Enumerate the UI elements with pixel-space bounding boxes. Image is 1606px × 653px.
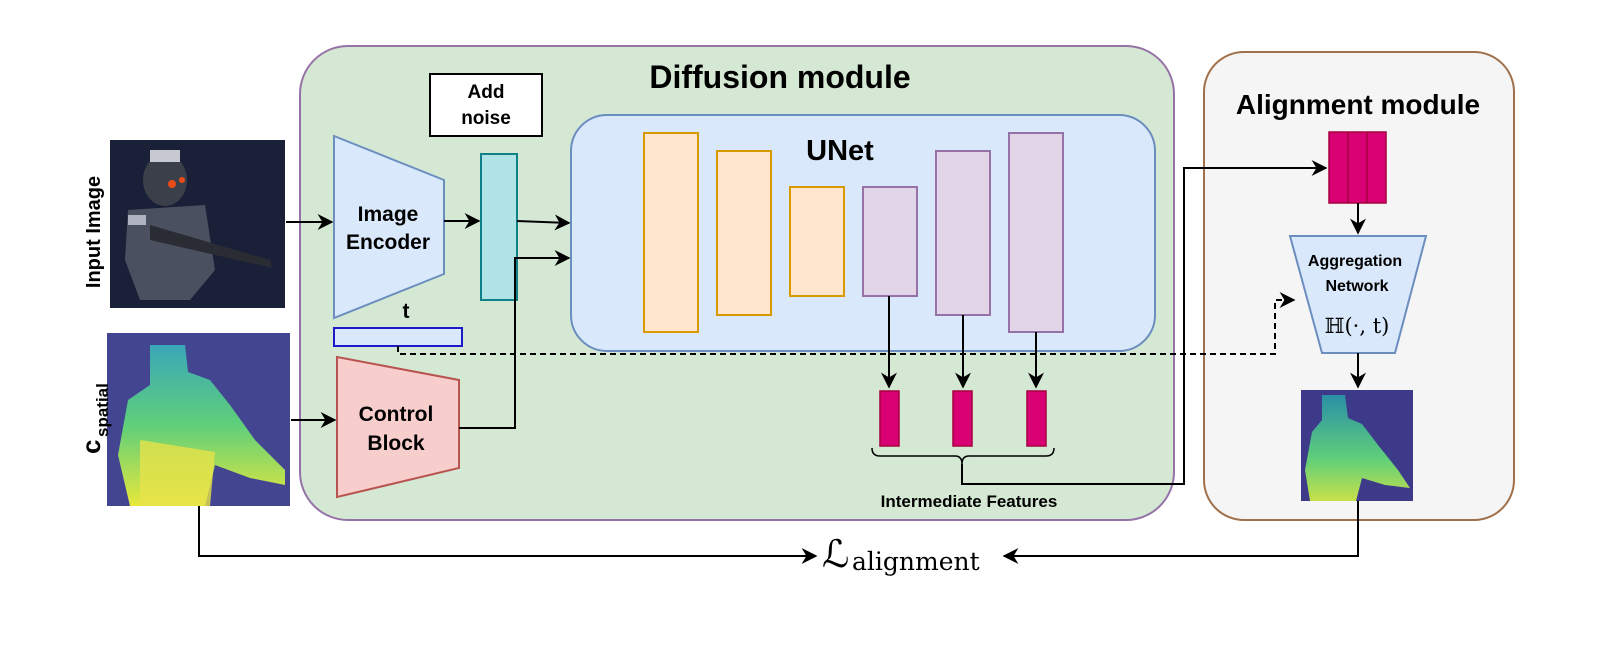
connectors xyxy=(198,160,1366,564)
aggregation-formula: ℍ(·, t) xyxy=(1325,314,1390,338)
input-image xyxy=(110,140,285,308)
timestep-label: t xyxy=(403,300,410,323)
image-encoder-label-line2: Encoder xyxy=(346,231,430,254)
aggregated-feature-stack xyxy=(1328,131,1387,204)
unet-decoder-block-2 xyxy=(935,150,991,316)
aggregation-network-block xyxy=(1288,235,1428,354)
latent-block xyxy=(480,153,518,301)
intermediate-features-label: Intermediate Features xyxy=(881,492,1058,511)
predicted-spatial-output xyxy=(1301,390,1413,501)
intermediate-feature-1 xyxy=(879,390,900,447)
unet-title: UNet xyxy=(806,135,874,167)
input-image-label: Input Image xyxy=(83,176,105,288)
unet-encoder-block-3 xyxy=(789,186,845,297)
control-block xyxy=(336,355,460,499)
unet-decoder-block-1 xyxy=(862,186,918,297)
add-noise-label-line2: noise xyxy=(461,108,511,129)
diffusion-module-title: Diffusion module xyxy=(649,59,910,95)
c-spatial-image xyxy=(107,333,290,506)
add-noise-box xyxy=(429,73,543,137)
c-spatial-sub: spatial xyxy=(93,383,112,437)
c-spatial-label: c spatial xyxy=(76,383,112,454)
control-block-label-line1: Control xyxy=(359,403,434,426)
timestep-embedding xyxy=(333,327,463,347)
control-block-label-line2: Block xyxy=(367,432,425,455)
aggregation-network-label-line2: Network xyxy=(1325,278,1388,295)
unet-encoder-block-1 xyxy=(643,132,699,333)
image-encoder-block xyxy=(333,134,445,320)
image-encoder-label-line1: Image xyxy=(358,203,419,226)
unet-decoder-block-3 xyxy=(1008,132,1064,333)
alignment-module-title: Alignment module xyxy=(1236,89,1480,120)
unet-encoder-block-2 xyxy=(716,150,772,316)
add-noise-label-line1: Add xyxy=(468,82,505,103)
alignment-loss-symbol: ℒ xyxy=(822,532,849,576)
alignment-loss-subscript: alignment xyxy=(852,547,980,576)
c-spatial-main: c xyxy=(76,440,106,454)
intermediate-feature-2 xyxy=(952,390,973,447)
aggregation-network-label-line1: Aggregation xyxy=(1308,253,1402,270)
intermediate-feature-3 xyxy=(1026,390,1047,447)
